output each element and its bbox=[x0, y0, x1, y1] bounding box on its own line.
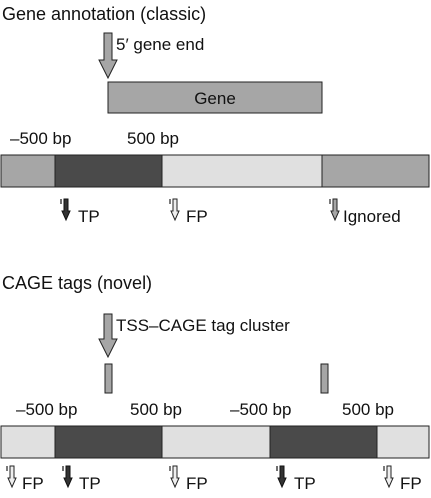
bp-plus-label-1: 500 bp bbox=[130, 400, 182, 419]
ignored-marker-icon bbox=[329, 198, 340, 221]
fp-marker-3-icon bbox=[383, 465, 394, 488]
tss-arrow-icon bbox=[98, 313, 118, 359]
segment-light-3 bbox=[376, 425, 430, 459]
tp-marker-icon bbox=[60, 198, 71, 221]
segment-light bbox=[161, 154, 323, 188]
cage-cluster-1 bbox=[104, 363, 113, 394]
bp-minus-label: –500 bp bbox=[10, 129, 71, 148]
segment-light-1 bbox=[0, 425, 56, 459]
segment-medium-left bbox=[0, 154, 56, 188]
classic-annotation-panel: Gene annotation (classic) 5′ gene end Ge… bbox=[0, 4, 430, 226]
bp-minus-label-1: –500 bp bbox=[16, 400, 77, 419]
tp-marker-2-icon bbox=[276, 465, 287, 488]
fp-marker-1-label: FP bbox=[22, 474, 44, 493]
cage-tags-panel: CAGE tags (novel) TSS–CAGE tag cluster –… bbox=[0, 273, 430, 493]
panel-b-title: CAGE tags (novel) bbox=[2, 273, 152, 293]
fp-marker-2-icon bbox=[169, 465, 180, 488]
segment-dark-window bbox=[54, 154, 163, 188]
gene-end-label: 5′ gene end bbox=[116, 35, 204, 54]
genome-bar-b bbox=[0, 425, 430, 459]
bp-plus-label: 500 bp bbox=[127, 129, 179, 148]
cage-cluster-2 bbox=[320, 363, 329, 394]
segment-medium-right bbox=[321, 154, 430, 188]
gene-end-arrow-icon bbox=[98, 32, 118, 80]
fp-marker-3-label: FP bbox=[400, 474, 422, 493]
segment-light-2 bbox=[161, 425, 271, 459]
fp-marker-icon bbox=[169, 198, 180, 221]
gene-box bbox=[107, 81, 323, 114]
tp-marker-1-icon bbox=[62, 465, 73, 488]
tp-marker-1-label: TP bbox=[79, 474, 101, 493]
segment-dark-1 bbox=[54, 425, 163, 459]
tp-marker-2-label: TP bbox=[294, 474, 316, 493]
gene-box-label: Gene bbox=[194, 89, 236, 108]
bp-plus-label-2: 500 bp bbox=[342, 400, 394, 419]
genome-bar-a bbox=[0, 154, 430, 188]
panel-a-title: Gene annotation (classic) bbox=[2, 4, 206, 24]
bp-minus-label-2: –500 bp bbox=[230, 400, 291, 419]
segment-dark-2 bbox=[269, 425, 378, 459]
tss-label: TSS–CAGE tag cluster bbox=[116, 316, 290, 335]
ignored-marker-label: Ignored bbox=[343, 207, 401, 226]
fp-marker-label: FP bbox=[186, 207, 208, 226]
fp-marker-1-icon bbox=[6, 465, 17, 488]
fp-marker-2-label: FP bbox=[186, 474, 208, 493]
tp-marker-label: TP bbox=[78, 207, 100, 226]
